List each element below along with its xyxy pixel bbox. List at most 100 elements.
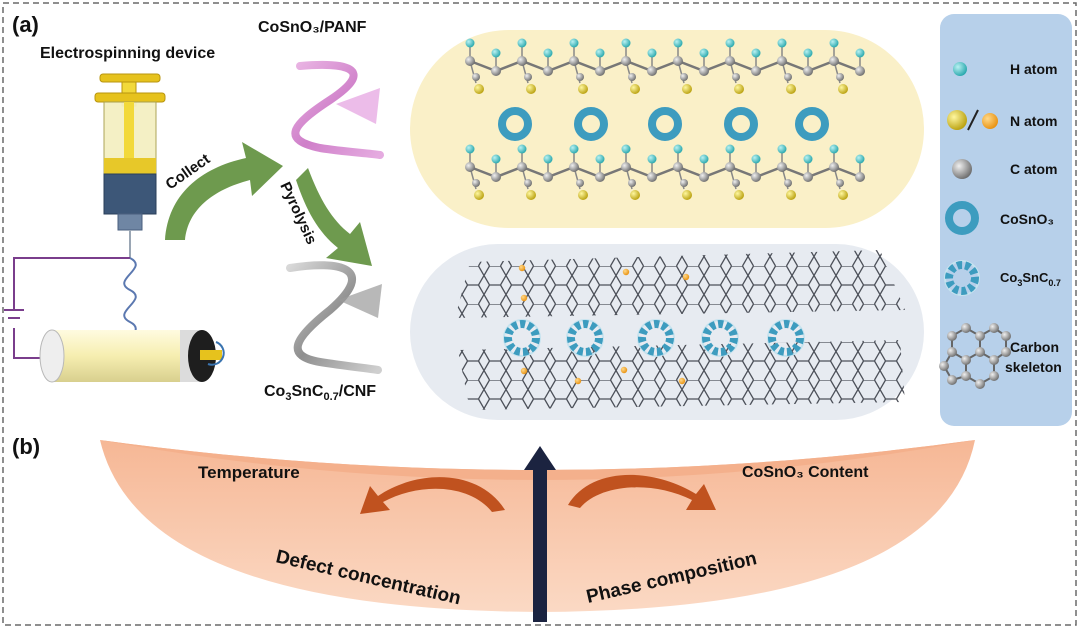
n-atom [786,84,796,94]
n-dopant [574,377,582,385]
c-atom [465,162,475,172]
c-atom [855,66,865,76]
h-atom [647,48,657,58]
c-atom [543,66,553,76]
up-arrow [524,446,556,622]
cosno3-particle [648,107,682,141]
legend-carbon-line2: skeleton [1005,359,1062,375]
c-atom [543,172,553,182]
h-atom [595,154,605,164]
cosno3-particle [795,107,829,141]
temperature-curved-arrow [360,477,505,514]
c-atom [673,56,683,66]
n-atom [838,190,848,200]
skeleton-atom [947,331,957,341]
precursor-fiber [291,60,384,159]
legend-n-atom: N atom [1010,113,1057,129]
panf-chain-top [465,38,865,94]
c-atom [732,179,740,187]
c-atom [472,179,480,187]
skeleton-atom [961,323,971,333]
legend-c-atom: C atom [1010,161,1057,177]
n-atom [526,190,536,200]
h-atom [517,144,527,154]
c-atom [829,162,839,172]
product-fiber-label: Co3SnC0.7/CNF [264,383,376,403]
skeleton-atom [975,331,985,341]
c-atom [628,179,636,187]
c-atom [680,73,688,81]
legend-carbon-line1: Carbon [1010,339,1059,355]
h-atom [543,154,553,164]
c-atom [777,162,787,172]
n-atom [474,84,484,94]
syringe-illustration [94,73,166,258]
c-atom [569,56,579,66]
h-atom [621,144,631,154]
h-atom [621,38,631,48]
collect-arrow [165,142,283,240]
n-dopant [518,264,526,272]
co3snc-particle [945,261,979,295]
c-atom [680,179,688,187]
graphene-sheet-top [455,250,905,318]
n-dopant [520,367,528,375]
graphene-sheet-bottom [458,340,905,410]
c-atom [829,56,839,66]
h-atom [829,144,839,154]
co3snc-ring-icon [944,260,980,296]
c-atom [777,56,787,66]
cosno3-particle [724,107,758,141]
n-atom [630,190,640,200]
content-curved-arrow [568,474,716,510]
c-atom [491,172,501,182]
co3snc-particle [567,320,603,356]
legend-panel [940,14,1072,426]
c-atom [699,66,709,76]
c-atom [751,172,761,182]
chain-backbone [469,165,861,179]
c-atom [803,172,813,182]
panel-b-label: (b) [12,434,40,459]
precursor-fiber-label: CoSnO₃/PANF [258,19,367,36]
skeleton-atom [989,323,999,333]
c-atom [569,162,579,172]
c-atom [491,66,501,76]
h-atom [855,48,865,58]
pyrolysis-arrow [296,168,372,266]
c-atom [725,162,735,172]
n-atom [630,84,640,94]
co3snc-particles [503,319,805,357]
n-atom [682,190,692,200]
carbon-skeleton-icon [939,323,1011,389]
n-dopant-atoms [518,264,690,385]
h-atom [673,144,683,154]
roller-collector [39,329,225,383]
product-zoom-pointer [338,284,382,318]
co3snc-particle [638,320,674,356]
h-atom [725,144,735,154]
c-atom [621,162,631,172]
skeleton-atom [961,355,971,365]
h-atom [543,48,553,58]
h-atom [699,154,709,164]
panf-chain-bottom [465,144,865,200]
c-atom [524,179,532,187]
n-atom [734,190,744,200]
c-atom [524,73,532,81]
co3snc-particle [768,320,804,356]
n-atom [578,84,588,94]
n-atom [578,190,588,200]
skeleton-atom [975,379,985,389]
c-atom [784,73,792,81]
n-atom [838,84,848,94]
h-atom [803,154,813,164]
legend-cosno3: CoSnO₃ [1000,211,1054,227]
n-dopant [682,273,690,281]
h-atom [465,144,475,154]
temperature-label: Temperature [198,463,300,482]
h-atom [517,38,527,48]
c-atom [576,179,584,187]
